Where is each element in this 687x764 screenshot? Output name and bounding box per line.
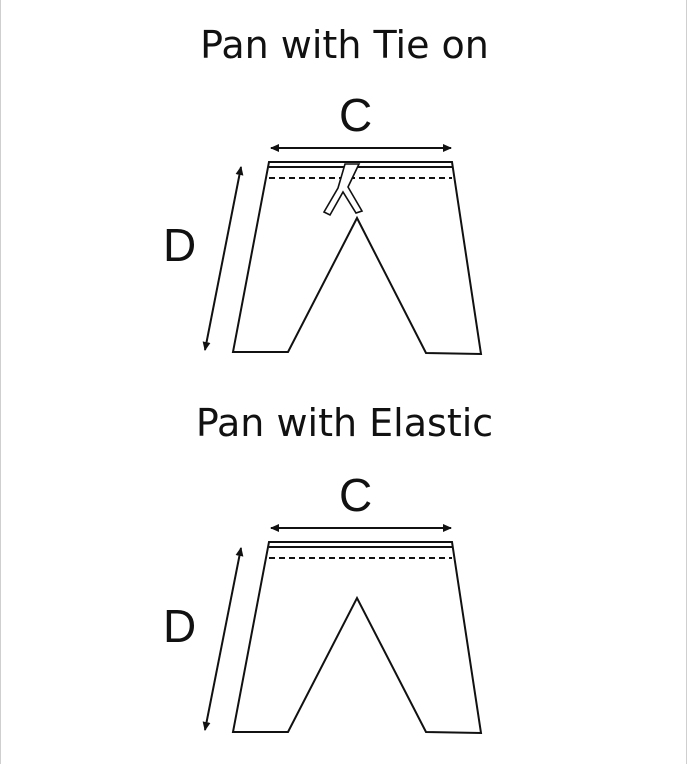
- length-arrow: [202, 166, 244, 351]
- pants-with-elastic: [202, 524, 483, 735]
- diagram-title-elastic: Pan with Elastic: [195, 401, 494, 445]
- length-label-tie: D: [163, 219, 197, 271]
- drawstring: [322, 163, 364, 217]
- length-arrow: [202, 547, 244, 731]
- width-label-elastic: C: [339, 469, 373, 521]
- pants-outline: [231, 161, 483, 356]
- width-label-tie: C: [339, 89, 373, 141]
- diagram-title-tie: Pan with Tie on: [200, 23, 489, 67]
- pants-outline: [231, 541, 483, 735]
- pants-with-tie: [202, 144, 483, 356]
- length-label-elastic: D: [163, 600, 197, 652]
